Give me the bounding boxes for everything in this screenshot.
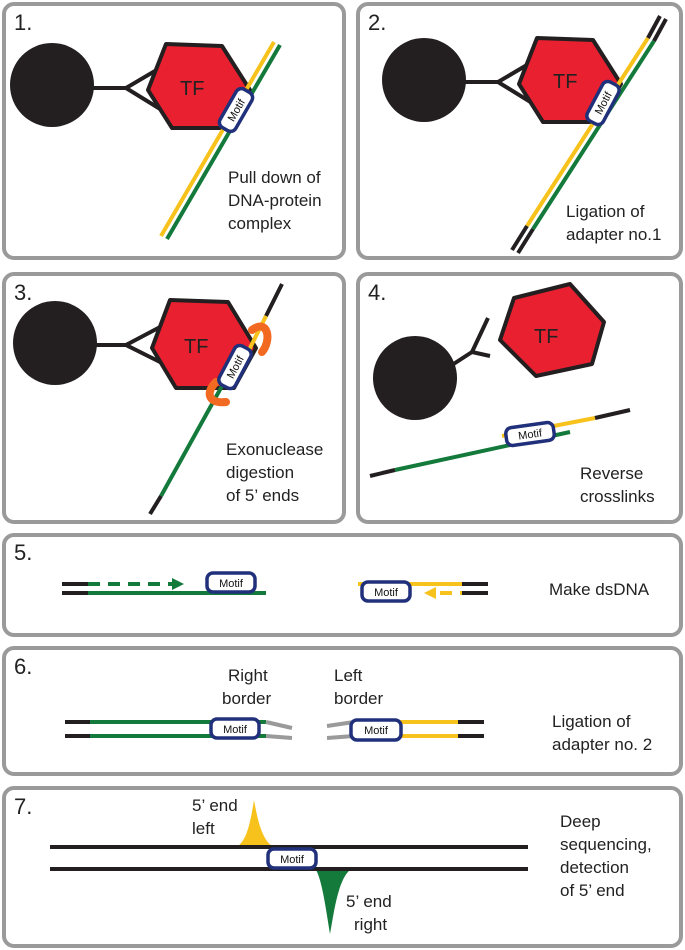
tf-hexagon bbox=[498, 282, 606, 378]
panel-7-number: 7. bbox=[14, 794, 33, 819]
panel-5-number: 5. bbox=[14, 540, 33, 565]
panel-4-drawing: TF Motif bbox=[369, 282, 631, 478]
right-peak bbox=[316, 870, 350, 934]
panel-6-number: 6. bbox=[14, 654, 33, 679]
panel-5-caption: Make dsDNA bbox=[549, 580, 650, 599]
panel-4-number: 4. bbox=[368, 280, 387, 305]
exonuclease-top bbox=[248, 322, 272, 356]
bead bbox=[382, 38, 466, 122]
motif-label: Motif bbox=[364, 725, 389, 737]
panel-3-number: 3. bbox=[14, 280, 33, 305]
motif-label: Motif bbox=[280, 854, 305, 866]
panel-6 bbox=[2, 646, 683, 776]
panel-6-drawing: Motif Motif bbox=[65, 717, 484, 742]
bead bbox=[10, 43, 94, 127]
tf-label: TF bbox=[553, 71, 577, 93]
left-peak bbox=[238, 800, 272, 846]
tf-label: TF bbox=[180, 78, 204, 100]
exonuclease-bottom bbox=[205, 378, 230, 407]
motif-label: Motif bbox=[219, 578, 244, 590]
tf-label: TF bbox=[184, 336, 208, 358]
motif-label: Motif bbox=[517, 427, 543, 442]
motif-label: Motif bbox=[223, 724, 248, 736]
panel-3-drawing: TF Motif bbox=[13, 283, 284, 516]
panel-7-drawing: Motif bbox=[50, 800, 528, 934]
bead bbox=[13, 301, 97, 385]
panel-2-number: 2. bbox=[368, 10, 387, 35]
motif-label: Motif bbox=[374, 587, 399, 599]
tf-label: TF bbox=[534, 326, 558, 348]
panel-5-drawing: Motif Motif bbox=[62, 571, 488, 603]
panel-1-number: 1. bbox=[14, 10, 33, 35]
panel-2-drawing: TF Motif bbox=[382, 15, 668, 255]
bead bbox=[373, 336, 457, 420]
panel-1-drawing: TF Motif bbox=[10, 40, 282, 241]
